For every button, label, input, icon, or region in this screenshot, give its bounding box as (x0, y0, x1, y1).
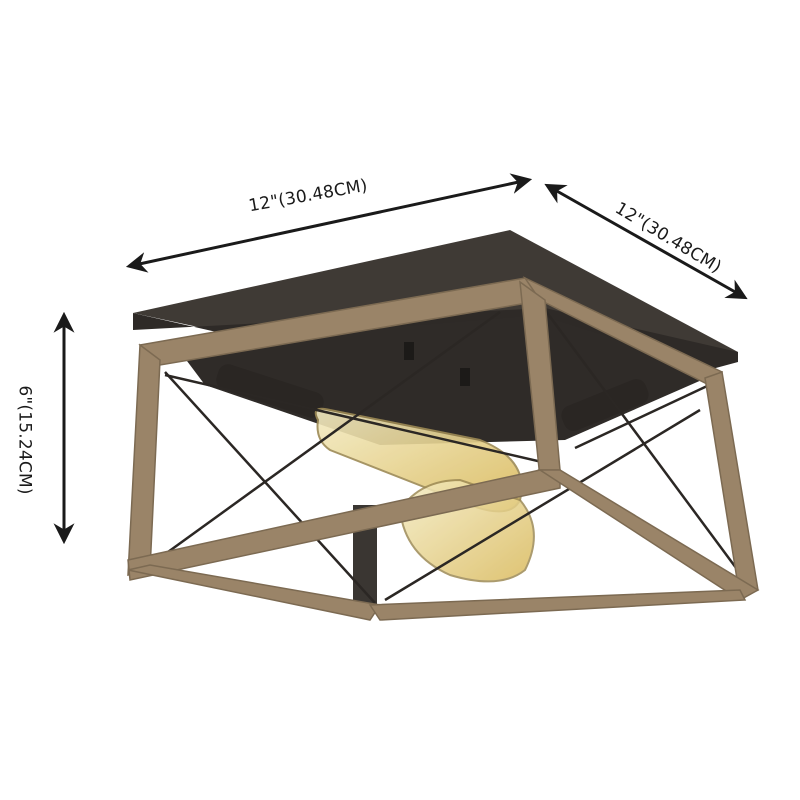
height-dimension-label: 6"(15.24CM) (14, 385, 35, 495)
width-dimension-arrow (125, 173, 533, 273)
depth-dimension-arrow (544, 183, 748, 300)
x-wires (149, 309, 747, 604)
wood-frame (127, 276, 760, 621)
